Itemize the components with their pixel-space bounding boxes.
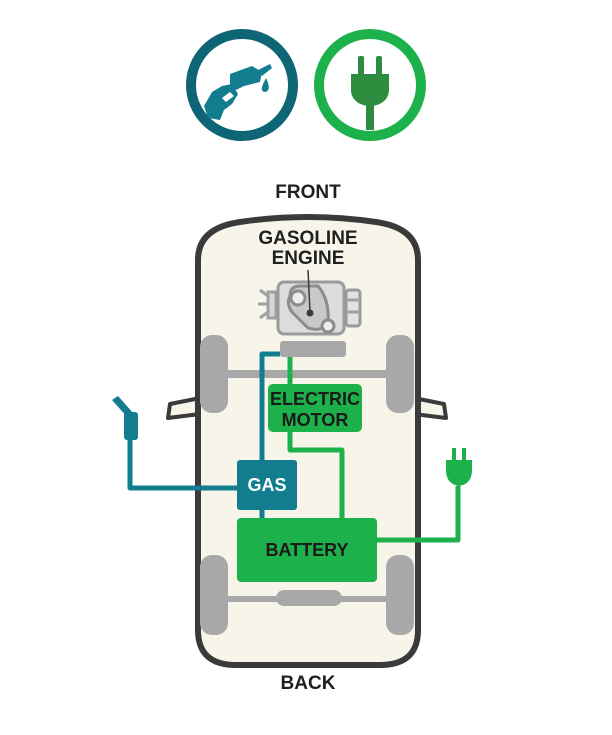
differential [276,590,342,606]
engine-label-line1: GASOLINE [258,228,357,249]
rear-axle [200,555,414,635]
battery-label: BATTERY [266,540,349,560]
fuel-icon [186,29,298,141]
front-axle [200,335,414,413]
electric-plug-icon [314,29,426,141]
rear-right-wheel [386,555,414,635]
battery: BATTERY [237,518,377,582]
gas-nozzle-icon [112,396,138,440]
electric-motor: ELECTRIC MOTOR [268,384,362,432]
engine-label-line2: ENGINE [272,248,345,269]
gas-label: GAS [247,475,286,495]
front-left-wheel [200,335,228,413]
motor-label-line2: MOTOR [282,410,349,430]
motor-label-line1: ELECTRIC [270,389,360,409]
front-label: FRONT [275,182,341,203]
engine-pointer-dot [306,309,314,317]
transmission [280,341,346,357]
engine-pointer-line [307,269,311,313]
back-label: BACK [281,673,336,694]
gasoline-engine-icon [258,280,362,336]
electric-lines [287,357,461,543]
rear-left-wheel [200,555,228,635]
gas-tank: GAS [237,460,297,510]
fuel-lines [127,351,280,518]
charging-plug-icon [446,448,472,486]
front-right-wheel [386,335,414,413]
